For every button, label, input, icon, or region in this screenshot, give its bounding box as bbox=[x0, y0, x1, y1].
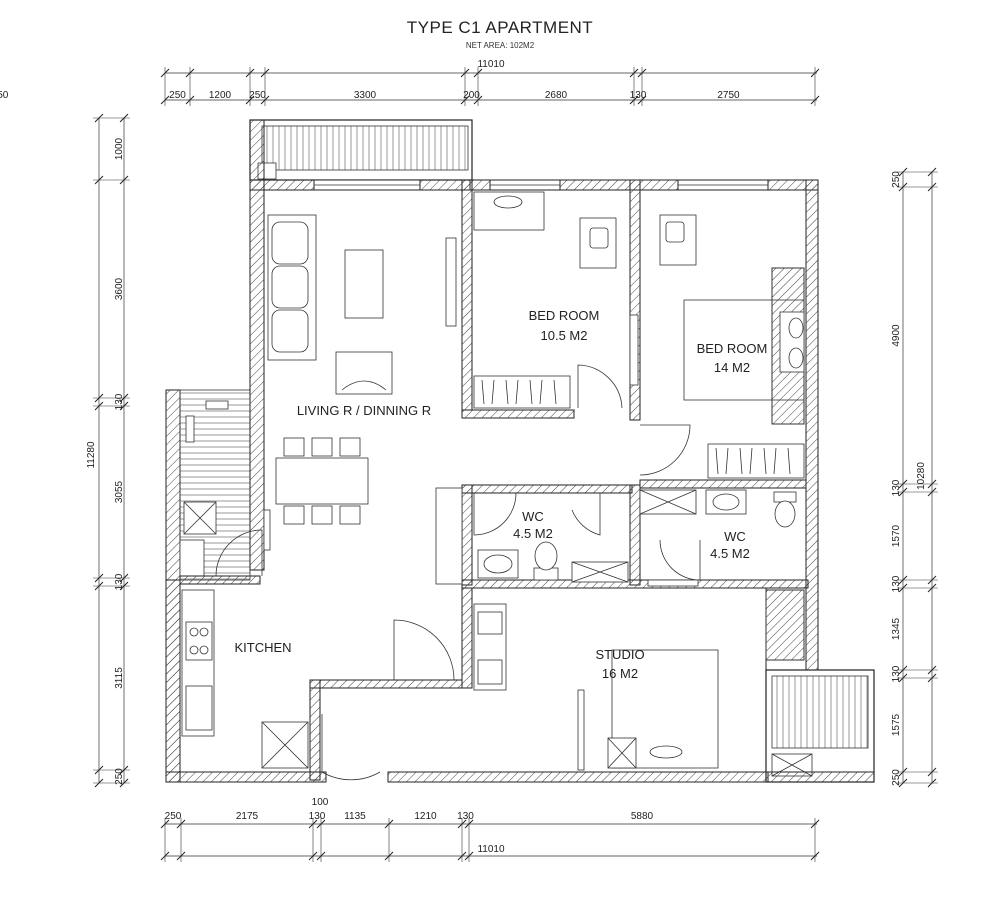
top-total-dim: 11010 bbox=[477, 59, 505, 70]
top-dimensions: 11010 250 1200 250 3300 200 2680 130 2750 250 bbox=[0, 59, 820, 106]
top-dim-label: 250 bbox=[169, 90, 186, 101]
right-dim-label: 130 bbox=[891, 479, 902, 496]
left-dim-label: 1000 bbox=[114, 137, 125, 160]
wc2-name: WC bbox=[724, 529, 746, 544]
left-dimensions: 11280 1000 3600 130 3055 130 3115 250 bbox=[86, 113, 130, 788]
right-dim-label: 1570 bbox=[891, 524, 902, 547]
wc1-area: 4.5 M2 bbox=[513, 526, 553, 541]
kitchen-label: KITCHEN bbox=[234, 640, 291, 655]
bottom-dimensions: 11010 100 250 2175 130 1135 1210 130 5880 bbox=[160, 797, 820, 862]
right-dim-label: 250 bbox=[891, 171, 902, 188]
top-dim-label: 250 bbox=[249, 90, 266, 101]
wc-fixtures bbox=[477, 489, 797, 587]
bottom-dim-label: 2175 bbox=[236, 811, 259, 822]
top-dim-label: 2680 bbox=[545, 90, 568, 101]
left-dim-label: 3115 bbox=[114, 667, 125, 689]
bedroom2-name: BED ROOM bbox=[697, 341, 768, 356]
left-dim-label: 130 bbox=[114, 573, 125, 590]
kitchen-furniture bbox=[181, 509, 309, 769]
left-total-dim: 11280 bbox=[86, 441, 97, 469]
studio-furniture bbox=[473, 589, 805, 771]
bedroom2-area: 14 M2 bbox=[714, 360, 750, 375]
bedroom2-furniture bbox=[659, 214, 805, 479]
left-dim-label: 130 bbox=[114, 393, 125, 410]
wc1-name: WC bbox=[522, 509, 544, 524]
left-dim-label: 3600 bbox=[114, 277, 125, 300]
studio-area: 16 M2 bbox=[602, 666, 638, 681]
wc2-area: 4.5 M2 bbox=[710, 546, 750, 561]
top-dim-label: 200 bbox=[463, 90, 480, 101]
right-dim-label: 250 bbox=[891, 769, 902, 786]
living-furniture bbox=[267, 214, 463, 585]
doors bbox=[215, 364, 701, 781]
left-dim-label: 3055 bbox=[114, 480, 125, 503]
bottom-dim-label: 250 bbox=[165, 811, 182, 822]
studio-name: STUDIO bbox=[595, 647, 644, 662]
bedroom1-furniture bbox=[473, 191, 639, 409]
top-dim-label: 1200 bbox=[209, 90, 232, 101]
room-labels: BED ROOM 10.5 M2 BED ROOM 14 M2 LIVING R… bbox=[234, 308, 767, 681]
right-dim-label: 130 bbox=[891, 665, 902, 682]
plan-subtitle: NET AREA: 102M2 bbox=[465, 41, 535, 50]
right-dim-label: 1345 bbox=[891, 617, 902, 640]
right-total-dim: 10280 bbox=[916, 462, 927, 490]
plan-title: TYPE C1 APARTMENT bbox=[406, 18, 594, 37]
right-balcony bbox=[765, 669, 875, 783]
bottom-dim-label: 1210 bbox=[414, 811, 437, 822]
interior-walls bbox=[179, 179, 809, 781]
top-dim-label: 2750 bbox=[717, 90, 740, 101]
bedroom1-name: BED ROOM bbox=[529, 308, 600, 323]
outer-walls bbox=[165, 119, 875, 783]
top-dim-label: 130 bbox=[630, 90, 647, 101]
left-dim-label: 250 bbox=[114, 768, 125, 785]
living-dining-label: LIVING R / DINNING R bbox=[297, 403, 431, 418]
bottom-dim-label: 5880 bbox=[631, 811, 654, 822]
bottom-dim-label: 1135 bbox=[344, 811, 366, 822]
right-dim-label: 130 bbox=[891, 575, 902, 592]
top-dim-label: 250 bbox=[0, 90, 9, 101]
right-dim-label: 1575 bbox=[891, 713, 902, 736]
right-dim-label: 4900 bbox=[891, 324, 902, 347]
bottom-dim-label: 130 bbox=[309, 811, 326, 822]
right-dimensions: 10280 250 4900 130 1570 130 1345 130 1575 250 bbox=[891, 167, 938, 788]
bottom-total-dim: 11010 bbox=[477, 844, 505, 855]
bedroom1-area: 10.5 M2 bbox=[541, 328, 588, 343]
top-dim-label: 3300 bbox=[354, 90, 377, 101]
bottom-dim-label: 130 bbox=[457, 811, 474, 822]
bottom-extra-dim: 100 bbox=[312, 797, 329, 808]
top-balcony bbox=[249, 119, 473, 181]
